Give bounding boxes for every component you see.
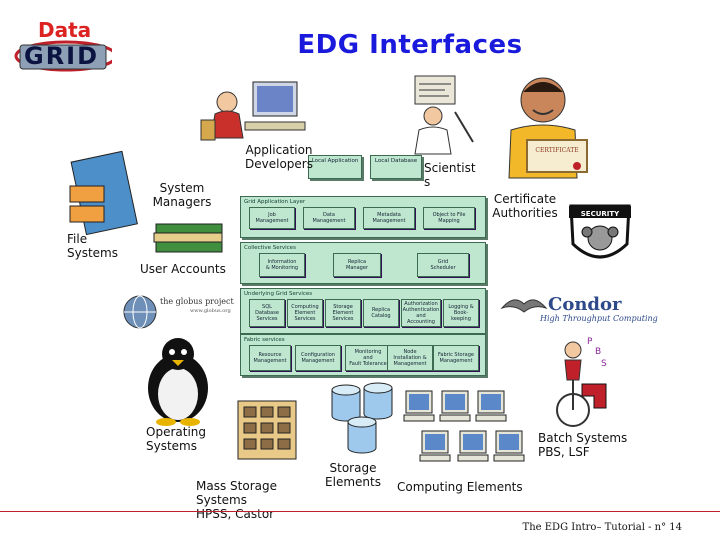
grid-application-layer-panel: Grid Application Layer Job Management Da…: [240, 196, 486, 238]
filing-cabinet-icon: [69, 150, 138, 236]
job-management-box: Job Management: [249, 207, 295, 229]
developer-computer-icon: [200, 81, 306, 141]
node-installation-management-box: Node Installation & Management: [387, 345, 433, 371]
books-icon: [153, 223, 223, 253]
resource-management-box: Resource Management: [249, 345, 291, 371]
page-title: EDG Interfaces: [297, 30, 523, 60]
collective-services-title: Collective Services: [244, 245, 296, 251]
grid-application-layer-title: Grid Application Layer: [244, 199, 306, 205]
logo-data-text: Data: [38, 18, 92, 42]
fabric-services-panel: Fabric services Resource Management Conf…: [240, 334, 486, 376]
system-managers-label: System Managers: [152, 181, 212, 209]
file-systems-label: File Systems: [67, 232, 118, 260]
storage-elements-icon: [331, 382, 393, 454]
globus-url-text: www.globus.org: [190, 308, 231, 314]
sql-database-services-box: SQL Database Services: [249, 299, 285, 327]
authorization-authentication-accounting-box: Authorization Authentication and Account…: [401, 299, 441, 327]
condor-subtitle: High Throughput Computing: [540, 314, 658, 323]
mass-storage-label: Mass Storage Systems HPSS, Castor: [196, 479, 277, 521]
underlying-grid-services-panel: Underlying Grid Services SQL Database Se…: [240, 288, 486, 334]
lsf-logo-icon: [581, 383, 607, 409]
logo-grid-text: GRID: [24, 42, 100, 70]
batch-systems-label: Batch Systems PBS, LSF: [538, 431, 628, 459]
data-management-box: Data Management: [303, 207, 355, 229]
storage-element-services-box: Storage Element Services: [325, 299, 361, 327]
security-badge-text: SECURITY: [580, 210, 620, 218]
metadata-management-box: Metadata Management: [363, 207, 415, 229]
storage-elements-label: Storage Elements: [325, 461, 381, 489]
local-database-box: Local Database: [370, 155, 422, 179]
globus-logo-icon: [123, 295, 157, 329]
footer-text: The EDG Intro– Tutorial - n° 14: [522, 522, 682, 533]
svg-text:CERTIFICATE: CERTIFICATE: [535, 147, 578, 154]
certificate-person-icon: CERTIFICATE: [508, 77, 588, 179]
configuration-management-box: Configuration Management: [295, 345, 341, 371]
globus-logo-text: the globus project: [160, 297, 234, 306]
replica-manager-box: Replica Manager: [333, 253, 381, 277]
information-monitoring-box: Information & Monitoring: [259, 253, 305, 277]
condor-bird-icon: [500, 299, 548, 313]
fabric-services-title: Fabric services: [244, 337, 285, 343]
datagrid-logo: Data GRID: [8, 18, 112, 74]
footer-divider: [0, 511, 720, 512]
local-application-box: Local Application: [308, 155, 362, 179]
computing-elements-label: Computing Elements: [397, 480, 523, 494]
datagrid-logo-graphic: [14, 40, 112, 72]
mass-storage-icon: [237, 400, 297, 460]
svg-text:B: B: [595, 347, 601, 357]
grid-scheduler-box: Grid Scheduler: [417, 253, 469, 277]
computing-element-services-box: Computing Element Services: [287, 299, 323, 327]
svg-text:P: P: [587, 337, 593, 347]
scientists-label: Scientist s: [424, 161, 476, 189]
security-badge-icon: [569, 204, 631, 259]
logging-bookkeeping-box: Logging & Book- keeping: [443, 299, 479, 327]
monitoring-fault-tolerance-box: Monitoring and Fault Tolerance: [345, 345, 391, 371]
user-accounts-label: User Accounts: [140, 262, 226, 276]
svg-text:S: S: [601, 359, 607, 369]
computing-elements-icon: [403, 390, 525, 462]
object-to-file-mapping-box: Object to File Mapping: [423, 207, 475, 229]
replica-catalog-box: Replica Catalog: [363, 299, 399, 327]
penguin-icon: [148, 338, 208, 426]
certificate-authorities-label: Certificate Authorities: [492, 192, 558, 220]
unicycle-figure-icon: P B S: [556, 337, 607, 427]
condor-logo-text: Condor: [548, 294, 622, 315]
scientist-icon: [414, 75, 474, 155]
fabric-storage-management-box: Fabric Storage Management: [433, 345, 479, 371]
operating-systems-label: Operating Systems: [146, 425, 206, 453]
collective-services-panel: Collective Services Information & Monito…: [240, 242, 486, 284]
underlying-grid-services-title: Underlying Grid Services: [244, 291, 313, 297]
application-developers-label: Application Developers: [245, 143, 313, 171]
